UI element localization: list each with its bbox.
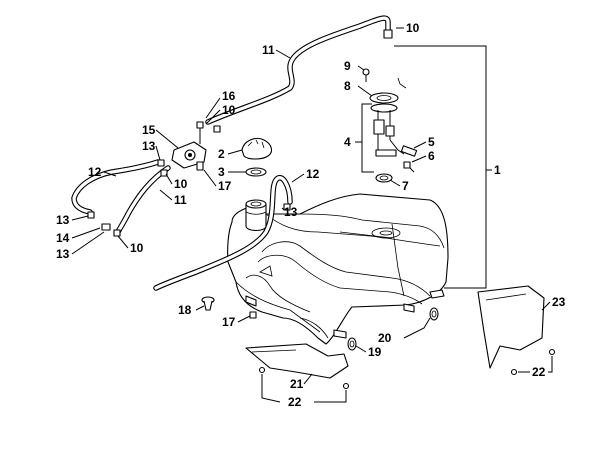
label-21: 21	[290, 377, 304, 391]
screws-22-lower	[258, 366, 350, 390]
label-10-mid: 10	[174, 177, 188, 191]
label-13-left-top: 13	[56, 213, 70, 227]
grommet-20	[429, 307, 439, 321]
heat-shield-23	[477, 285, 545, 369]
label-4: 4	[344, 135, 351, 149]
label-10-top: 10	[406, 21, 420, 35]
rollover-valve	[171, 121, 207, 171]
hose-fittings	[87, 29, 393, 237]
label-22-right: 22	[532, 365, 546, 379]
label-10-lower: 10	[130, 241, 144, 255]
screws-22-right	[510, 348, 556, 376]
label-11-lower: 11	[174, 193, 187, 207]
label-2: 2	[218, 147, 225, 161]
label-11-upper: 11	[262, 43, 275, 57]
sender-float	[400, 145, 418, 173]
cap-gasket	[245, 167, 267, 177]
filler-cap	[241, 137, 273, 160]
grommet-17	[249, 311, 257, 319]
label-13-left-bottom: 13	[56, 247, 70, 261]
label-12-left: 12	[88, 165, 102, 179]
leader-lines	[71, 27, 553, 403]
label-19: 19	[368, 345, 382, 359]
fuel-tank	[227, 193, 449, 345]
label-5: 5	[428, 135, 435, 149]
label-22-lower: 22	[288, 395, 302, 409]
label-7: 7	[402, 179, 409, 193]
label-13-tank: 13	[284, 205, 298, 219]
fuel-level-sender	[370, 77, 407, 157]
label-8: 8	[344, 79, 351, 93]
vent-hose-11-lower	[115, 165, 171, 235]
label-20: 20	[378, 331, 392, 345]
label-10-bracket: 10	[222, 103, 236, 117]
label-18: 18	[178, 303, 192, 317]
label-15: 15	[142, 123, 156, 137]
screw-9	[362, 68, 370, 82]
label-17-lower: 17	[222, 315, 236, 329]
vent-hose-12-tank	[153, 175, 293, 291]
label-9: 9	[344, 59, 351, 73]
heat-shield-21	[245, 343, 349, 379]
sender-gasket	[375, 173, 393, 183]
label-12-right: 12	[306, 167, 320, 181]
label-17-top: 17	[218, 179, 232, 193]
push-rivet-18	[201, 296, 215, 311]
label-3: 3	[218, 165, 225, 179]
vent-hose-12-left	[71, 159, 161, 215]
label-14: 14	[56, 231, 70, 245]
label-16: 16	[222, 89, 236, 103]
label-1: 1	[494, 163, 501, 177]
label-23: 23	[552, 295, 566, 309]
vent-hose-11-upper	[205, 15, 391, 125]
callout-labels: 1 2 3 4 5 6 7 8 9 10 10 10 10 11 11 12 1…	[56, 21, 566, 409]
label-6: 6	[428, 149, 435, 163]
filler-neck	[245, 199, 267, 232]
retainer-ring	[369, 92, 399, 104]
grommet-19	[347, 337, 357, 351]
label-13-bracket: 13	[142, 139, 156, 153]
